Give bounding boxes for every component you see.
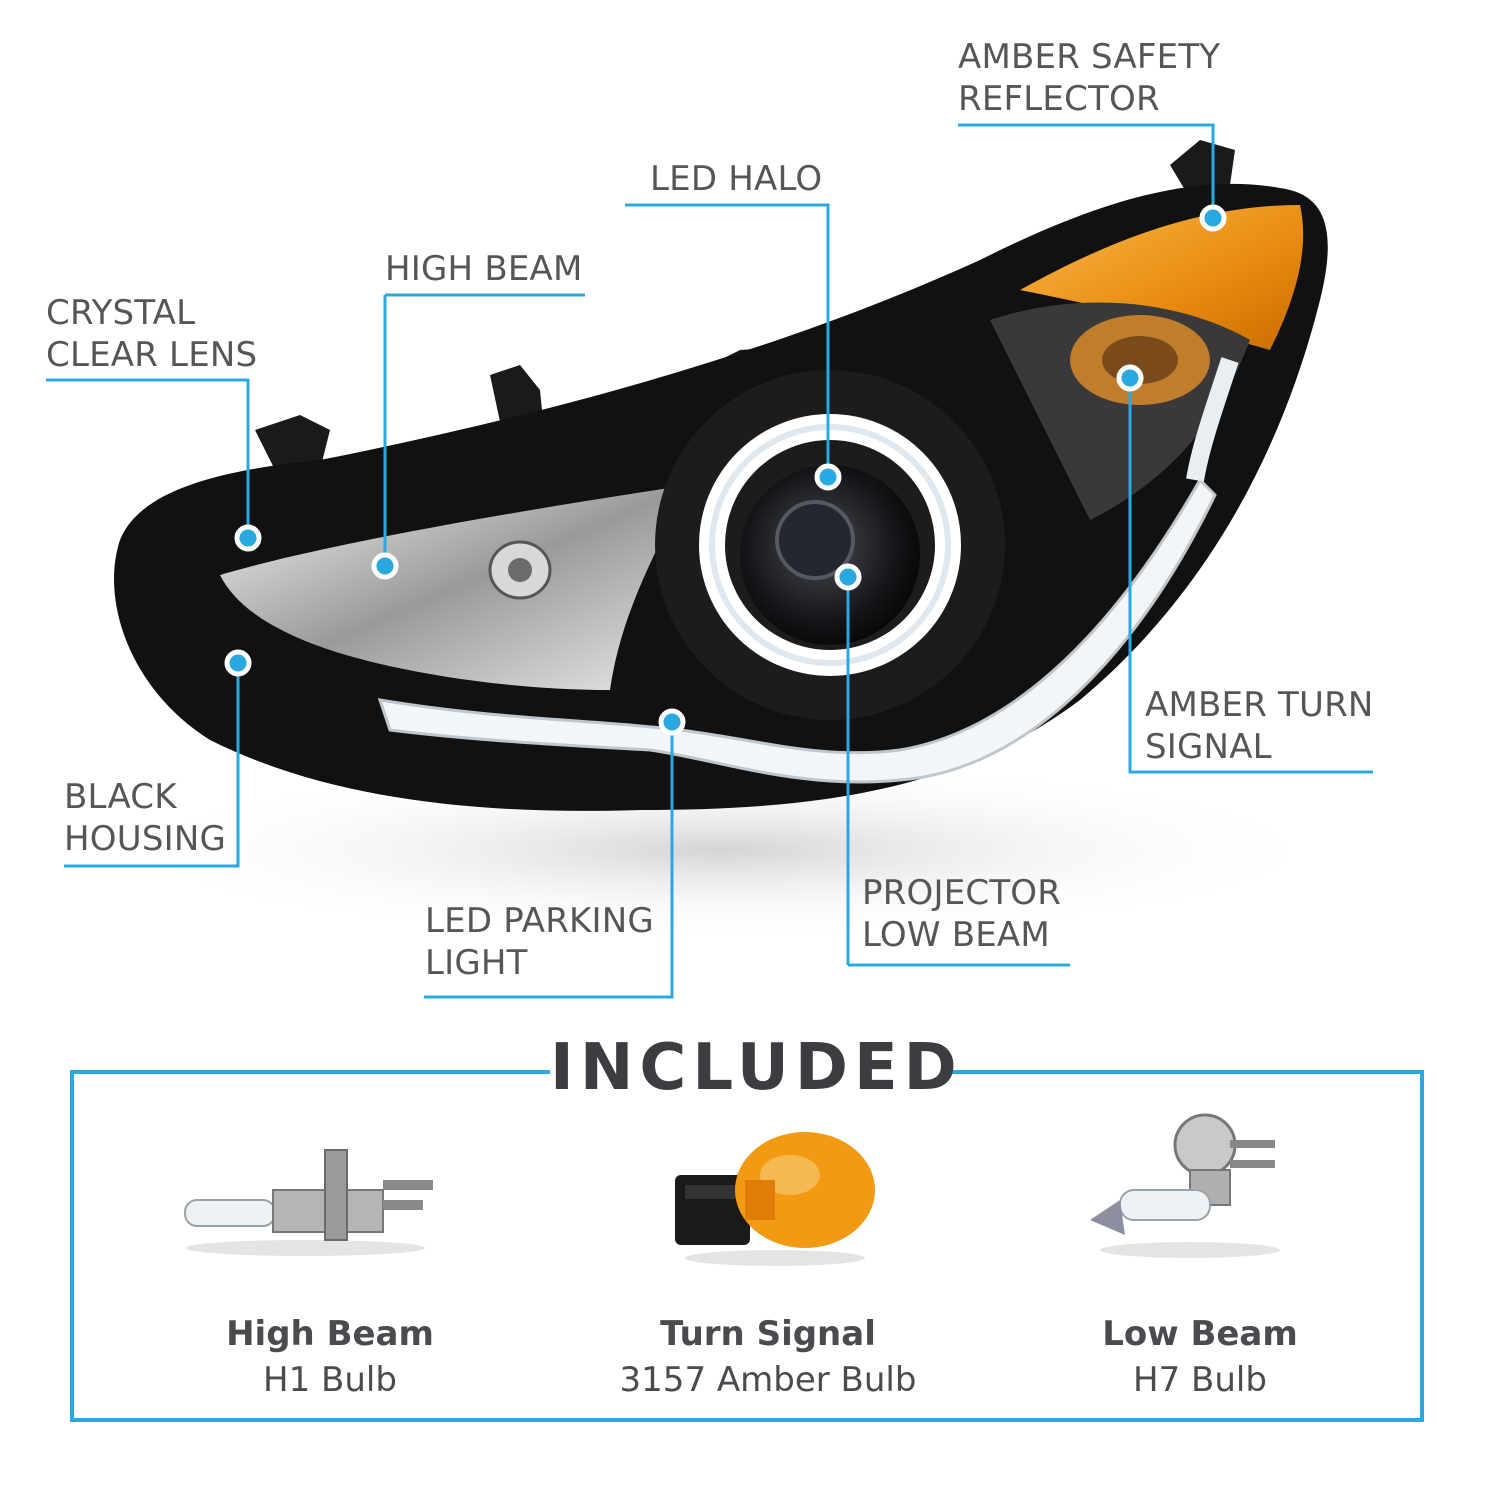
3157-bulb-icon [675,1132,875,1266]
bulb-name-turn-signal: Turn Signal [660,1314,876,1354]
amber-reflector-shape [1020,205,1304,350]
bulb-name-low-beam: Low Beam [1102,1314,1298,1354]
label-high-beam: HIGH BEAM [385,249,583,289]
included-title: INCLUDED [550,1028,957,1108]
label-led-parking-light: LED PARKING LIGHT [425,901,654,983]
dot-high-beam [371,552,399,580]
bulb-type-low-beam: H7 Bulb [1133,1360,1267,1400]
dot-black-housing [224,649,252,677]
h7-bulb-icon [1090,1113,1280,1258]
label-black-housing: BLACK HOUSING [64,777,227,859]
label-projector-low-beam: PROJECTOR LOW BEAM [862,873,1062,955]
label-amber-safety-reflector: AMBER SAFETY REFLECTOR [958,37,1221,119]
h1-bulb-icon [184,1149,433,1256]
label-led-halo: LED HALO [650,159,823,199]
dot-led-parking-light [658,708,686,736]
dot-crystal-clear-lens [234,524,262,552]
label-amber-turn-signal: AMBER TURN SIGNAL [1145,685,1374,767]
headlight-shadow [100,760,1340,940]
high-beam-bowl [220,485,690,690]
callout-lines [46,123,1373,999]
label-crystal-clear-lens: CRYSTAL CLEAR LENS [46,293,258,375]
bulb-name-high-beam: High Beam [226,1314,434,1354]
high-beam-bulb-shape [488,540,552,600]
dot-projector-low-beam [834,563,862,591]
bulb-type-turn-signal: 3157 Amber Bulb [619,1360,917,1400]
dot-amber-turn-signal [1116,364,1144,392]
bulb-type-high-beam: H1 Bulb [263,1360,397,1400]
dot-amber-safety-reflector [1199,204,1227,232]
dot-led-halo [814,463,842,491]
headlight-illustration [46,123,1373,999]
callout-dots [224,204,1227,736]
